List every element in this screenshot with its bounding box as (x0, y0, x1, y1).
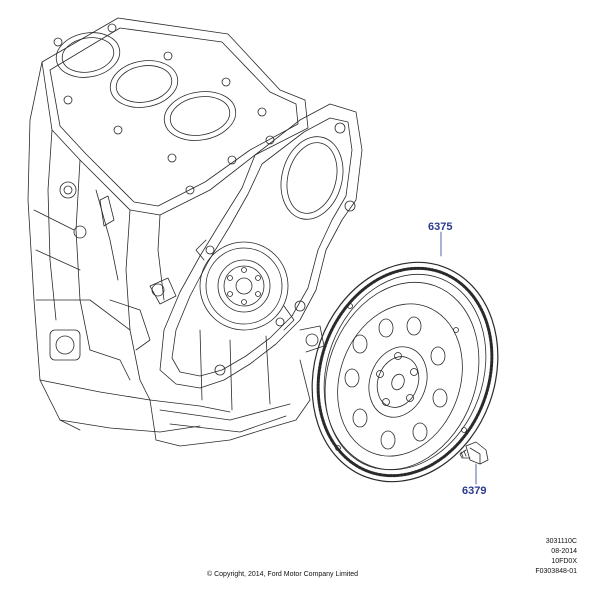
crankshaft-flange (195, 239, 295, 331)
flywheel (311, 261, 499, 483)
copyright-notice: © Copyright, 2014, Ford Motor Company Li… (207, 571, 359, 578)
callout-flywheel: 6375 (428, 221, 453, 233)
callout-bolt: 6379 (462, 485, 487, 497)
drawing-date: 08-2014 (551, 548, 577, 555)
drawing-info: 3031110C 08-2014 10FD0X F0303848-01 (497, 537, 577, 577)
figure-number: F0303848-01 (535, 568, 577, 575)
drawing-code: 3031110C (545, 538, 577, 545)
flywheel-bolt (459, 441, 489, 465)
model-code: 10FD0X (551, 558, 577, 565)
